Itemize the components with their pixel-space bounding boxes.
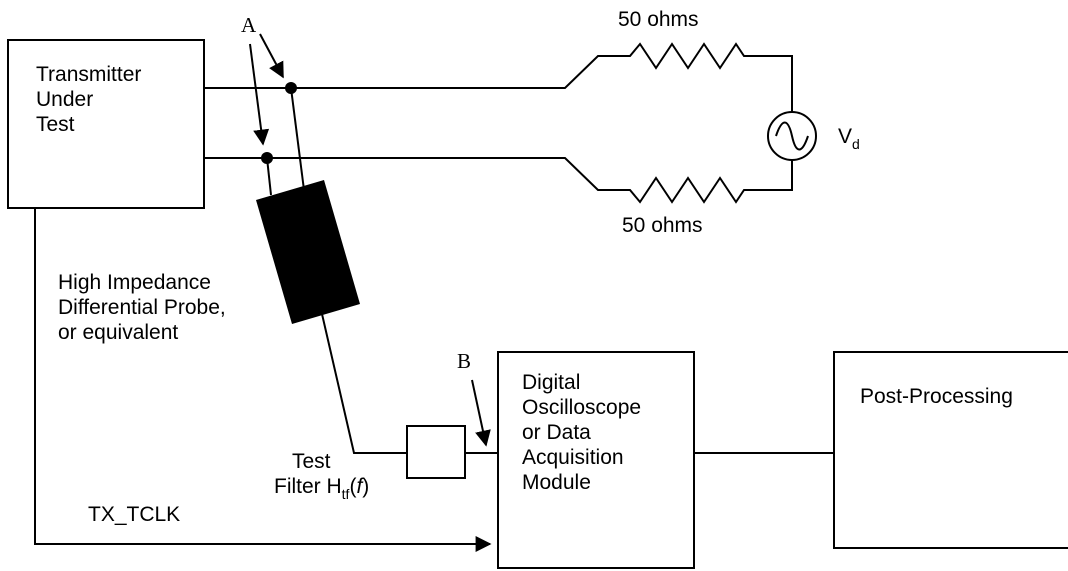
resistor-top-label: 50 ohms [618,8,699,31]
source-label: Vd [838,125,860,152]
test-filter-label-line2: Filter Htf(f) [274,475,369,502]
probe-contact-top [285,82,297,94]
probe-lead-top [290,87,305,191]
transmitter-label-line3: Test [36,113,75,136]
probe-label-line3: or equivalent [58,321,178,344]
transmitter-box [7,39,205,209]
sine-wave-icon [775,121,809,151]
top-signal-line [204,42,793,112]
probe-output-line [321,313,407,454]
bottom-signal-line [204,157,793,204]
test-filter-box [406,425,466,479]
test-filter-label-line1: Test [292,450,331,473]
point-a-arrow-bottom [249,43,270,146]
tx-tclk-line [34,208,492,552]
differential-probe-body [256,180,360,324]
probe-label-line1: High Impedance [58,271,211,294]
oscilloscope-label-line3: or Data [522,421,591,444]
oscilloscope-label-line5: Module [522,471,591,494]
point-b-label: B [457,349,471,373]
oscilloscope-box [497,351,695,569]
tx-tclk-label: TX_TCLK [88,503,180,526]
post-processing-box [833,351,1068,549]
oscilloscope-label-line1: Digital [522,371,580,394]
transmitter-label-line1: Transmitter [36,63,141,86]
transmitter-label-line2: Under [36,88,93,111]
post-processing-label: Post-Processing [860,385,1013,408]
probe-lead-bottom [266,157,272,196]
point-a-label: A [241,13,257,37]
resistor-bottom-label: 50 ohms [622,214,703,237]
point-a-arrow-top [259,33,284,79]
probe-label-line2: Differential Probe, [58,296,226,319]
probe-contact-bottom [261,152,273,164]
point-b-arrow [471,379,491,447]
oscilloscope-label-line4: Acquisition [522,446,624,469]
oscilloscope-label-line2: Oscilloscope [522,396,641,419]
